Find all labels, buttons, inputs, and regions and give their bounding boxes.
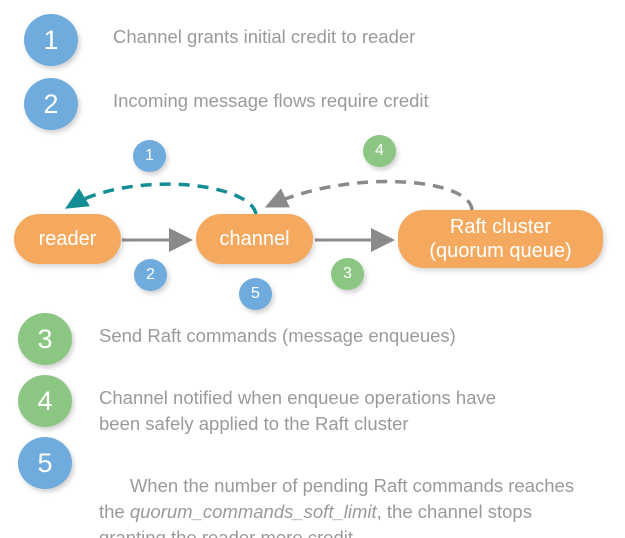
legend-badge-1: 1 <box>24 14 78 66</box>
legend-item-2: 2 Incoming message flows require credit <box>24 78 604 130</box>
arc-raft-notifies-channel <box>264 179 474 211</box>
diagram-marker-2: 2 <box>134 259 167 291</box>
diagram-marker-1: 1 <box>133 140 166 172</box>
node-raft-cluster[interactable]: Raft cluster (quorum queue) <box>398 210 603 268</box>
node-channel-label: channel <box>219 228 290 250</box>
diagram-marker-5: 5 <box>239 278 272 310</box>
node-channel[interactable]: channel <box>196 214 313 264</box>
legend-label-5-emphasis: quorum_commands_soft_limit <box>129 501 377 522</box>
arc-channel-grants-credit <box>64 182 258 215</box>
legend-label-5: When the number of pending Raft commands… <box>99 437 574 538</box>
diagram-marker-3: 3 <box>331 258 364 290</box>
legend-badge-4: 4 <box>18 375 72 427</box>
legend-badge-2: 2 <box>24 78 78 130</box>
legend-label-4: Channel notified when enqueue operations… <box>99 387 497 434</box>
legend-item-4: 4 Channel notified when enqueue operatio… <box>18 375 618 437</box>
node-reader-label: reader <box>38 228 97 250</box>
legend-item-5: 5 When the number of pending Raft comman… <box>18 437 623 538</box>
legend-label-3: Send Raft commands (message enqueues) <box>99 325 456 346</box>
legend-label-5-part2: , the channel stops granting the reader … <box>99 501 532 538</box>
legend-label-2: Incoming message flows require credit <box>113 90 429 111</box>
legend-label-1: Channel grants initial credit to reader <box>113 26 416 47</box>
legend-label-5-part1: When the number of pending Raft commands… <box>99 475 575 522</box>
node-reader[interactable]: reader <box>14 214 121 264</box>
legend-item-1: 1 Channel grants initial credit to reade… <box>24 14 604 66</box>
legend-badge-5: 5 <box>18 437 72 489</box>
node-raft-label-line1: Raft cluster <box>449 216 552 238</box>
legend-badge-3: 3 <box>18 313 72 365</box>
node-raft-label-line2: (quorum queue) <box>429 240 572 262</box>
legend-item-3: 3 Send Raft commands (message enqueues) <box>18 313 618 365</box>
diagram-marker-4: 4 <box>363 135 396 167</box>
